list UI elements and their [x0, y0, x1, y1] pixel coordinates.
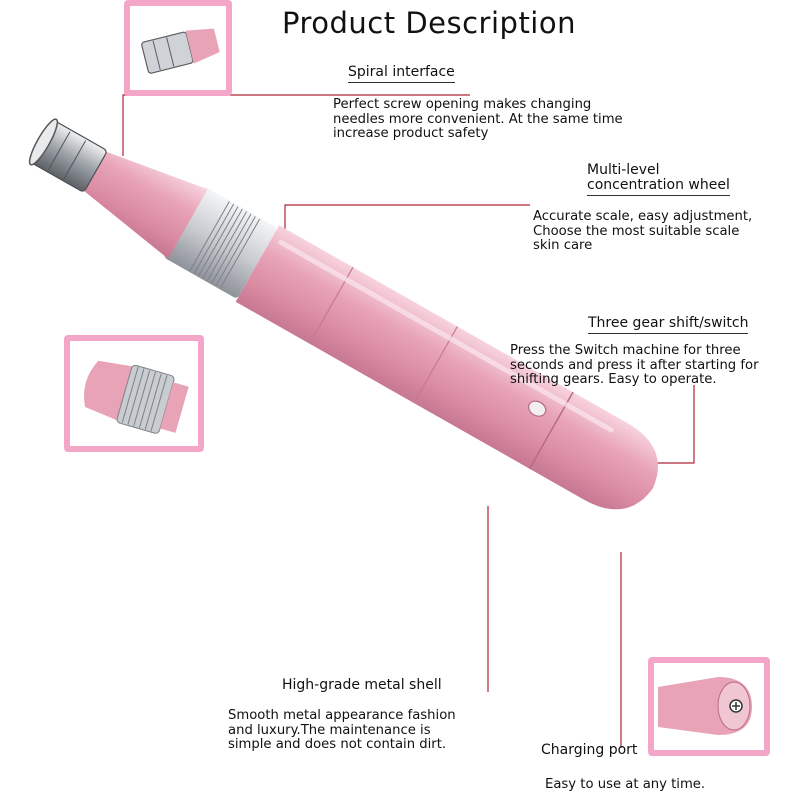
charging-port-description: Easy to use at any time.: [545, 777, 706, 792]
concentration-wheel-heading: Multi-level concentration wheel: [587, 163, 730, 196]
metal-shell-heading: High-grade metal shell: [282, 677, 442, 693]
concentration-wheel-thumbnail: [64, 335, 204, 452]
concentration-wheel-description: Accurate scale, easy adjustment, Choose …: [533, 209, 753, 254]
page-title: Product Description: [282, 6, 576, 40]
leader-spiral: [122, 94, 470, 156]
concentration-wheel-icon: [70, 341, 198, 446]
charging-port-heading: Charging port: [541, 742, 638, 758]
needle-cartridge-icon: [130, 6, 226, 90]
charging-port-thumbnail: [648, 657, 770, 756]
microneedle-pen: [28, 118, 658, 510]
spiral-interface-thumbnail: [124, 0, 232, 96]
metal-shell-description: Smooth metal appearance fashion and luxu…: [228, 708, 456, 753]
spiral-interface-description: Perfect screw opening makes changing nee…: [333, 97, 623, 142]
leader-wheel: [284, 204, 530, 245]
gear-switch-description: Press the Switch machine for three secon…: [510, 343, 759, 388]
gear-switch-heading: Three gear shift/switch: [588, 315, 749, 334]
charging-port-icon: [654, 663, 764, 750]
spiral-interface-heading: Spiral interface: [348, 64, 455, 83]
